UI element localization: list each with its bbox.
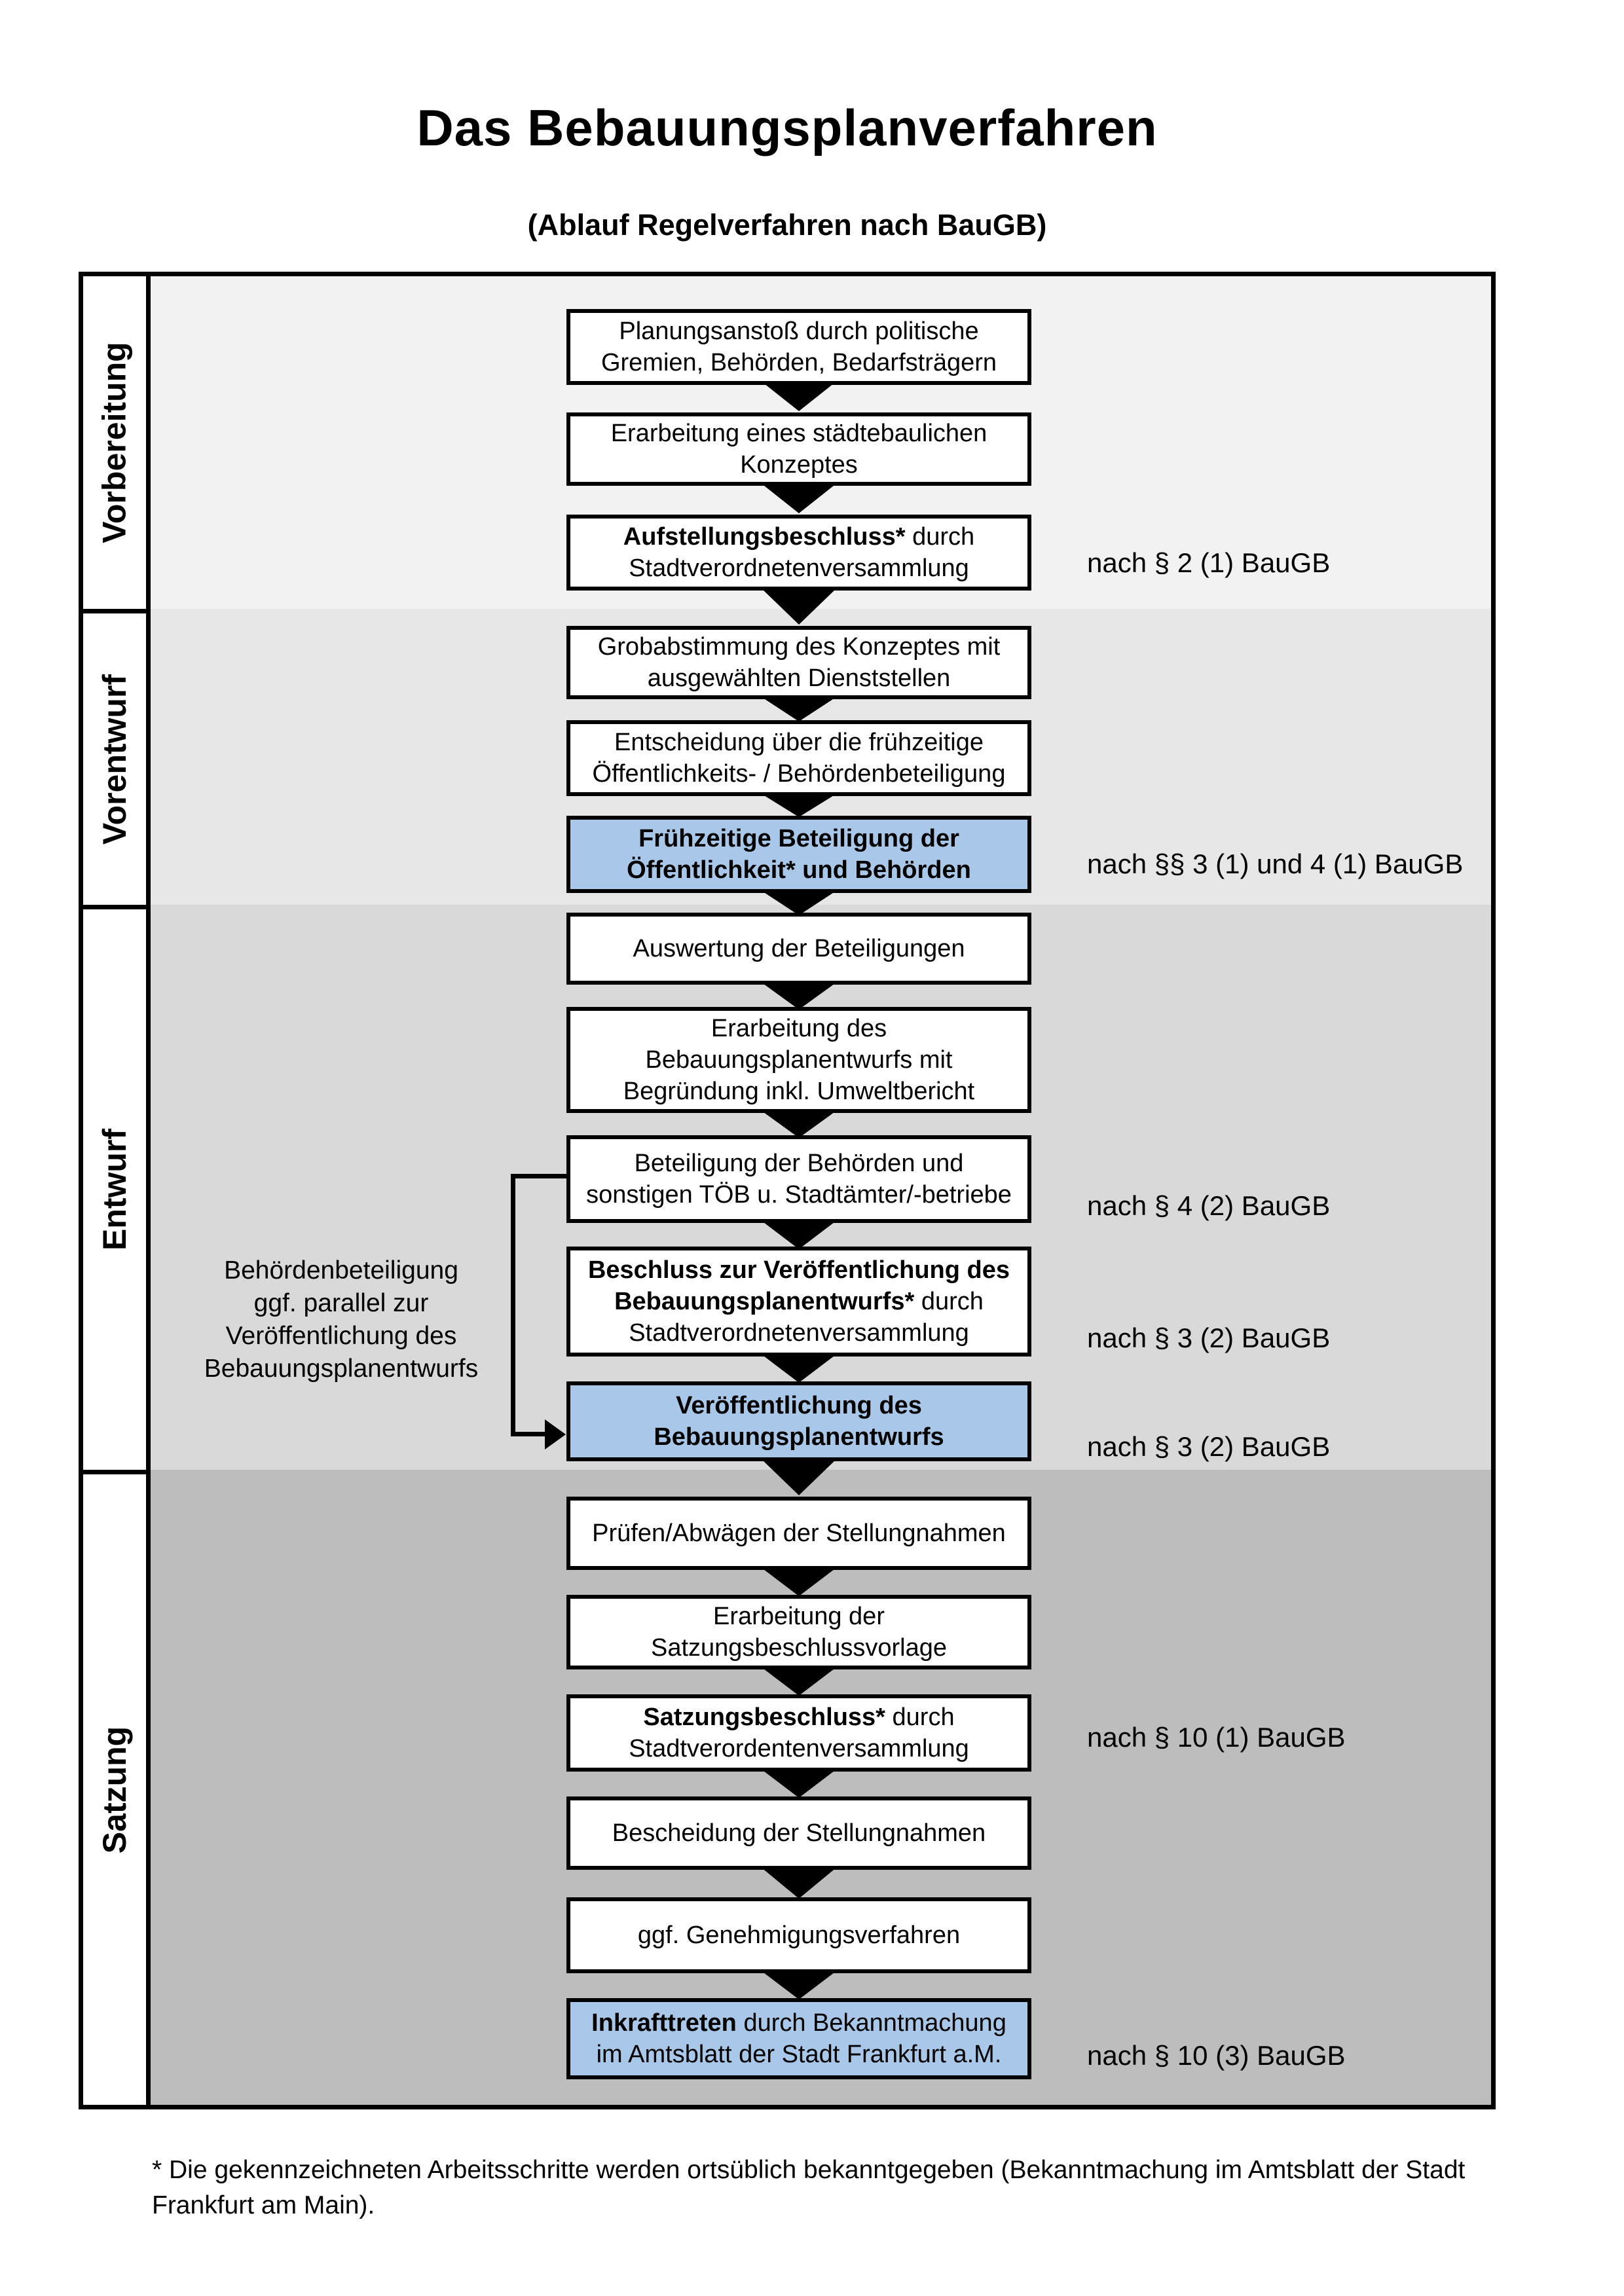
flow-box-erarbeitung-entwurf: Erarbeitung des Bebauungsplanentwurfs mi…	[566, 1007, 1031, 1113]
legal-annotation: nach § 4 (2) BauGB	[1087, 1190, 1331, 1221]
down-arrow-icon	[761, 1769, 837, 1798]
flow-box-beschluss-veroeffentlichung: Beschluss zur Veröffentlichung des Bebau…	[566, 1247, 1031, 1357]
sidebar-cell-entwurf: Entwurf	[83, 909, 146, 1470]
box-line: Beschluss zur Veröffentlichung des	[587, 1256, 1010, 1284]
sidebar-separator	[79, 905, 151, 909]
box-line: Auswertung der Beteiligungen	[633, 935, 965, 962]
box-line: im Amtsblatt der Stadt Frankfurt a.M.	[596, 2041, 1002, 2068]
flow-box-planungsanstoss: Planungsanstoß durch politische Gremien,…	[566, 309, 1031, 385]
sidebar-cell-vorentwurf: Vorentwurf	[83, 613, 146, 905]
sidebar-separator	[79, 609, 151, 613]
page-subtitle: (Ablauf Regelverfahren nach BauGB)	[527, 208, 1047, 242]
flow-box-satzungsbeschlussvorlage: Erarbeitung der Satzungsbeschlussvorlage	[566, 1595, 1031, 1669]
box-line: Aufstellungsbeschluss* durch	[623, 523, 975, 551]
legal-annotation: nach §§ 3 (1) und 4 (1) BauGB	[1087, 848, 1464, 879]
box-line: Stadtverordnetenversammlung	[629, 555, 969, 582]
down-arrow-icon	[761, 483, 837, 513]
sidebar-column	[83, 276, 151, 2105]
box-line: Stadtverordnetenversammlung	[629, 1319, 969, 1347]
legal-annotation: nach § 3 (2) BauGB	[1087, 1431, 1331, 1462]
flow-box-aufstellungsbeschluss: Aufstellungsbeschluss* durch Stadtverord…	[566, 515, 1031, 591]
footnote: * Die gekennzeichneten Arbeitsschritte w…	[152, 2153, 1514, 2223]
connector-vertical-line	[511, 1174, 515, 1432]
down-arrow-icon	[761, 1459, 837, 1495]
down-arrow-icon	[761, 982, 837, 1010]
down-arrow-icon	[761, 588, 837, 625]
flow-box-entscheidung-beteiligung: Entscheidung über die frühzeitige Öffent…	[566, 720, 1031, 796]
box-line: Prüfen/Abwägen der Stellungnahmen	[592, 1520, 1006, 1547]
flow-box-pruefen-abwaegen: Prüfen/Abwägen der Stellungnahmen	[566, 1497, 1031, 1570]
flow-box-inkrafttreten: Inkrafttreten durch Bekanntmachung im Am…	[566, 1998, 1031, 2079]
footnote-line: Frankfurt am Main).	[152, 2191, 375, 2219]
connector-top-line	[511, 1174, 571, 1178]
box-line: Gremien, Behörden, Bedarfsträgern	[600, 349, 997, 376]
side-note-line: ggf. parallel zur	[253, 1289, 429, 1317]
sidebar-label-satzung: Satzung	[96, 1726, 133, 1853]
legal-annotation: nach § 10 (3) BauGB	[1087, 2040, 1346, 2071]
box-line: Frühzeitige Beteiligung der	[638, 825, 959, 852]
box-line: Konzeptes	[740, 451, 858, 479]
connector-bottom-line	[511, 1432, 550, 1436]
down-arrow-icon	[761, 381, 837, 411]
flow-box-staedtebauliches-konzept: Erarbeitung eines städtebaulichen Konzep…	[566, 412, 1031, 486]
sidebar-cell-vorbereitung: Vorbereitung	[83, 276, 146, 609]
sidebar-label-entwurf: Entwurf	[96, 1128, 133, 1251]
box-line: Öffentlichkeit* und Behörden	[627, 856, 971, 884]
box-line: Begründung inkl. Umweltbericht	[623, 1078, 975, 1105]
legal-annotation: nach § 2 (1) BauGB	[1087, 547, 1331, 578]
box-line: Öffentlichkeits- / Behördenbeteiligung	[592, 760, 1006, 788]
flow-box-veroeffentlichung-entwurf: Veröffentlichung des Bebauungsplanentwur…	[566, 1381, 1031, 1461]
box-line: ausgewählten Dienststellen	[647, 665, 951, 692]
flow-box-behoerdenbeteiligung: Beteiligung der Behörden und sonstigen T…	[566, 1135, 1031, 1223]
sidebar-label-vorentwurf: Vorentwurf	[96, 674, 133, 845]
flow-box-grobabstimmung: Grobabstimmung des Konzeptes mit ausgewä…	[566, 626, 1031, 699]
flow-box-bescheidung: Bescheidung der Stellungnahmen	[566, 1796, 1031, 1870]
down-arrow-icon	[761, 890, 837, 915]
box-line: Satzungsbeschlussvorlage	[650, 1634, 948, 1662]
connector-right-arrowhead	[545, 1419, 566, 1449]
legal-annotation: nach § 10 (1) BauGB	[1087, 1722, 1346, 1753]
down-arrow-icon	[761, 697, 837, 721]
box-line: Stadtverordentenversammlung	[629, 1735, 969, 1762]
sidebar-label-vorbereitung: Vorbereitung	[96, 342, 134, 543]
side-note-line: Veröffentlichung des	[225, 1322, 457, 1350]
down-arrow-icon	[761, 1667, 837, 1696]
box-line: Inkrafttreten durch Bekanntmachung	[591, 2009, 1006, 2037]
down-arrow-icon	[761, 1971, 837, 1999]
legal-annotation: nach § 3 (2) BauGB	[1087, 1322, 1331, 1353]
box-line: Beteiligung der Behörden und	[634, 1150, 964, 1177]
side-note: Behördenbeteiligung ggf. parallel zur Ve…	[187, 1254, 495, 1385]
down-arrow-icon	[761, 1110, 837, 1138]
box-line: Bescheidung der Stellungnahmen	[612, 1819, 986, 1847]
down-arrow-icon	[761, 1354, 837, 1383]
flow-box-auswertung: Auswertung der Beteiligungen	[566, 913, 1031, 985]
box-line: ggf. Genehmigungsverfahren	[637, 1922, 961, 1949]
flow-box-satzungsbeschluss: Satzungsbeschluss* durch Stadtverordente…	[566, 1694, 1031, 1772]
footnote-line: * Die gekennzeichneten Arbeitsschritte w…	[152, 2156, 1466, 2184]
box-line: Erarbeitung des	[710, 1015, 887, 1042]
box-line: Bebauungsplanentwurfs* durch	[614, 1288, 984, 1315]
down-arrow-icon	[761, 1867, 837, 1899]
flow-box-genehmigungsverfahren: ggf. Genehmigungsverfahren	[566, 1897, 1031, 1973]
page-title: Das Bebauungsplanverfahren	[416, 99, 1158, 156]
box-line: Grobabstimmung des Konzeptes mit	[597, 633, 1001, 661]
down-arrow-icon	[761, 1220, 837, 1249]
box-line: sonstigen TÖB u. Stadtämter/-betriebe	[586, 1181, 1012, 1209]
side-note-line: Bebauungsplanentwurfs	[204, 1355, 479, 1383]
down-arrow-icon	[761, 793, 837, 817]
sidebar-separator	[79, 1470, 151, 1474]
sidebar-cell-satzung: Satzung	[83, 1474, 146, 2105]
box-line: Planungsanstoß durch politische	[619, 318, 979, 345]
box-line: Erarbeitung eines städtebaulichen	[610, 420, 987, 447]
box-line: Veröffentlichung des	[676, 1392, 922, 1419]
side-note-line: Behördenbeteiligung	[224, 1256, 458, 1285]
box-line: Satzungsbeschluss* durch	[643, 1704, 955, 1731]
down-arrow-icon	[761, 1567, 837, 1596]
box-line: Bebauungsplanentwurfs mit	[645, 1046, 953, 1074]
box-line: Erarbeitung der	[713, 1603, 885, 1630]
box-line: Bebauungsplanentwurfs	[654, 1423, 944, 1451]
box-line: Entscheidung über die frühzeitige	[614, 729, 984, 756]
flow-box-fruehzeitige-beteiligung: Frühzeitige Beteiligung der Öffentlichke…	[566, 816, 1031, 893]
